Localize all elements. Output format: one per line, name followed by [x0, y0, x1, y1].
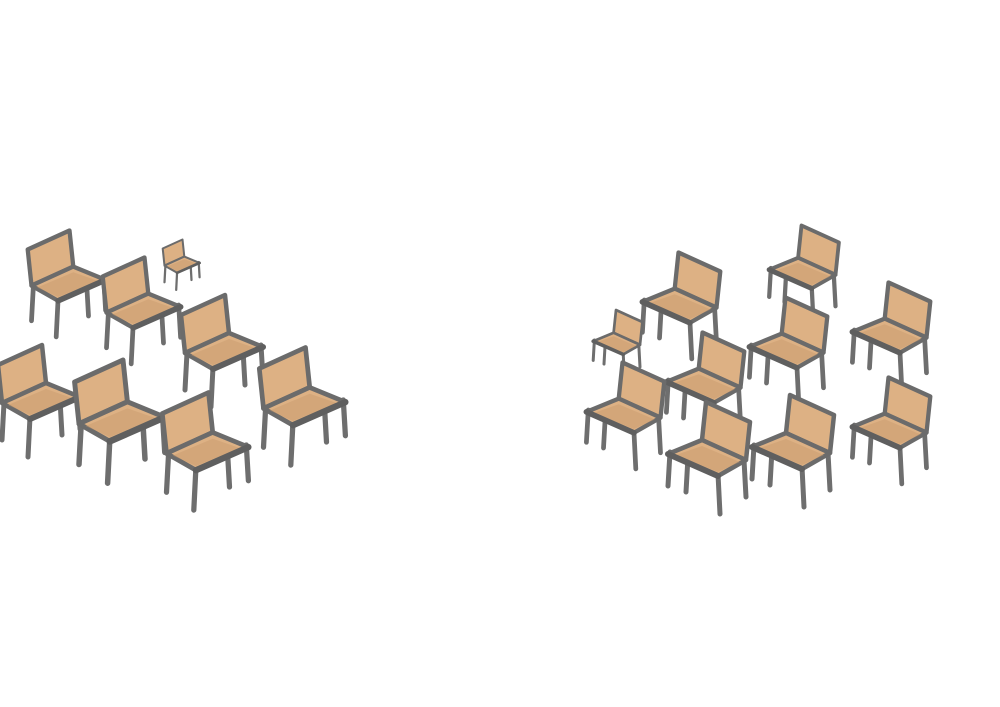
chair-seat-edge	[639, 299, 693, 326]
chair	[161, 238, 201, 292]
chair-seat-edge	[663, 379, 717, 406]
chair-leg	[191, 465, 199, 513]
chair-shading	[776, 262, 831, 285]
chair	[25, 228, 109, 340]
chair-leg	[715, 471, 723, 517]
left-chair-cluster	[0, 228, 349, 513]
chair	[72, 357, 169, 486]
chair-leg	[163, 264, 167, 284]
chair-leg	[53, 296, 61, 340]
chair-leg	[288, 420, 296, 468]
chair-seat-edge	[130, 304, 184, 331]
chair-leg	[29, 283, 36, 324]
chair-shading	[85, 408, 156, 437]
chair	[849, 375, 933, 487]
chair	[159, 390, 252, 513]
chair-shading	[172, 438, 240, 466]
chair-shading	[757, 339, 818, 364]
chair-seat-edge	[849, 329, 903, 356]
chair	[100, 255, 184, 367]
chair-leg	[637, 343, 642, 369]
chair	[639, 250, 723, 362]
chair-seat-edge	[175, 261, 201, 275]
chair-seat-edge	[766, 267, 815, 291]
chair-shading	[598, 336, 637, 352]
chair-shading	[860, 419, 921, 444]
chair-leg	[819, 350, 826, 391]
chair-shading	[860, 324, 921, 349]
chair	[0, 342, 83, 460]
chair-leg	[922, 335, 929, 376]
chair-leg	[175, 270, 179, 292]
chair-shading	[594, 404, 655, 429]
chair-leg	[897, 443, 905, 487]
chair-seat-edge	[27, 394, 83, 422]
chair-seat-edge	[192, 443, 252, 474]
chair-leg	[656, 415, 663, 456]
chair	[583, 360, 667, 472]
chair-leg	[76, 421, 84, 468]
chair-seat-edge	[749, 444, 805, 472]
chair-leg	[687, 318, 695, 362]
chair	[665, 399, 753, 517]
chair-seat-edge	[55, 277, 109, 304]
chair-shading	[112, 299, 173, 324]
chair-shading	[8, 389, 72, 415]
chair-shading	[167, 259, 196, 271]
chair	[178, 292, 266, 410]
chair-seat-edge	[289, 398, 349, 429]
chair-leg	[0, 400, 7, 443]
chair-seat-edge	[583, 409, 637, 436]
chair-leg	[825, 450, 833, 493]
chair-seat-edge	[849, 424, 903, 451]
chair-seat-edge	[746, 344, 800, 371]
chair-seat-edge	[106, 413, 169, 445]
chair-leg	[922, 430, 929, 471]
chair-leg	[128, 323, 136, 367]
chair-shading	[269, 393, 337, 421]
chair-leg	[104, 436, 113, 486]
chair-leg	[182, 350, 190, 393]
chair-seat-edge	[591, 339, 626, 357]
chair-leg	[25, 414, 33, 460]
chair-leg	[163, 450, 172, 495]
chair-leg	[260, 405, 269, 450]
chair	[746, 295, 830, 407]
chair	[256, 345, 349, 468]
chair-shading	[674, 374, 735, 399]
chair-shading	[37, 272, 98, 297]
right-chair-cluster	[583, 223, 933, 517]
chair-leg	[799, 464, 807, 510]
chair-seat-edge	[665, 451, 721, 479]
chair-leg	[631, 428, 639, 472]
chair-leg	[741, 457, 749, 500]
chair-leg	[104, 310, 111, 351]
chair-shading	[650, 294, 711, 319]
chair	[591, 308, 644, 379]
chair-leg	[831, 272, 838, 309]
chair-seat-edge	[210, 344, 266, 372]
chair	[749, 392, 837, 510]
chair	[663, 330, 747, 442]
chair-shading	[760, 439, 824, 465]
chair-shading	[676, 446, 740, 472]
chair	[849, 280, 933, 392]
chair-shading	[191, 339, 255, 365]
